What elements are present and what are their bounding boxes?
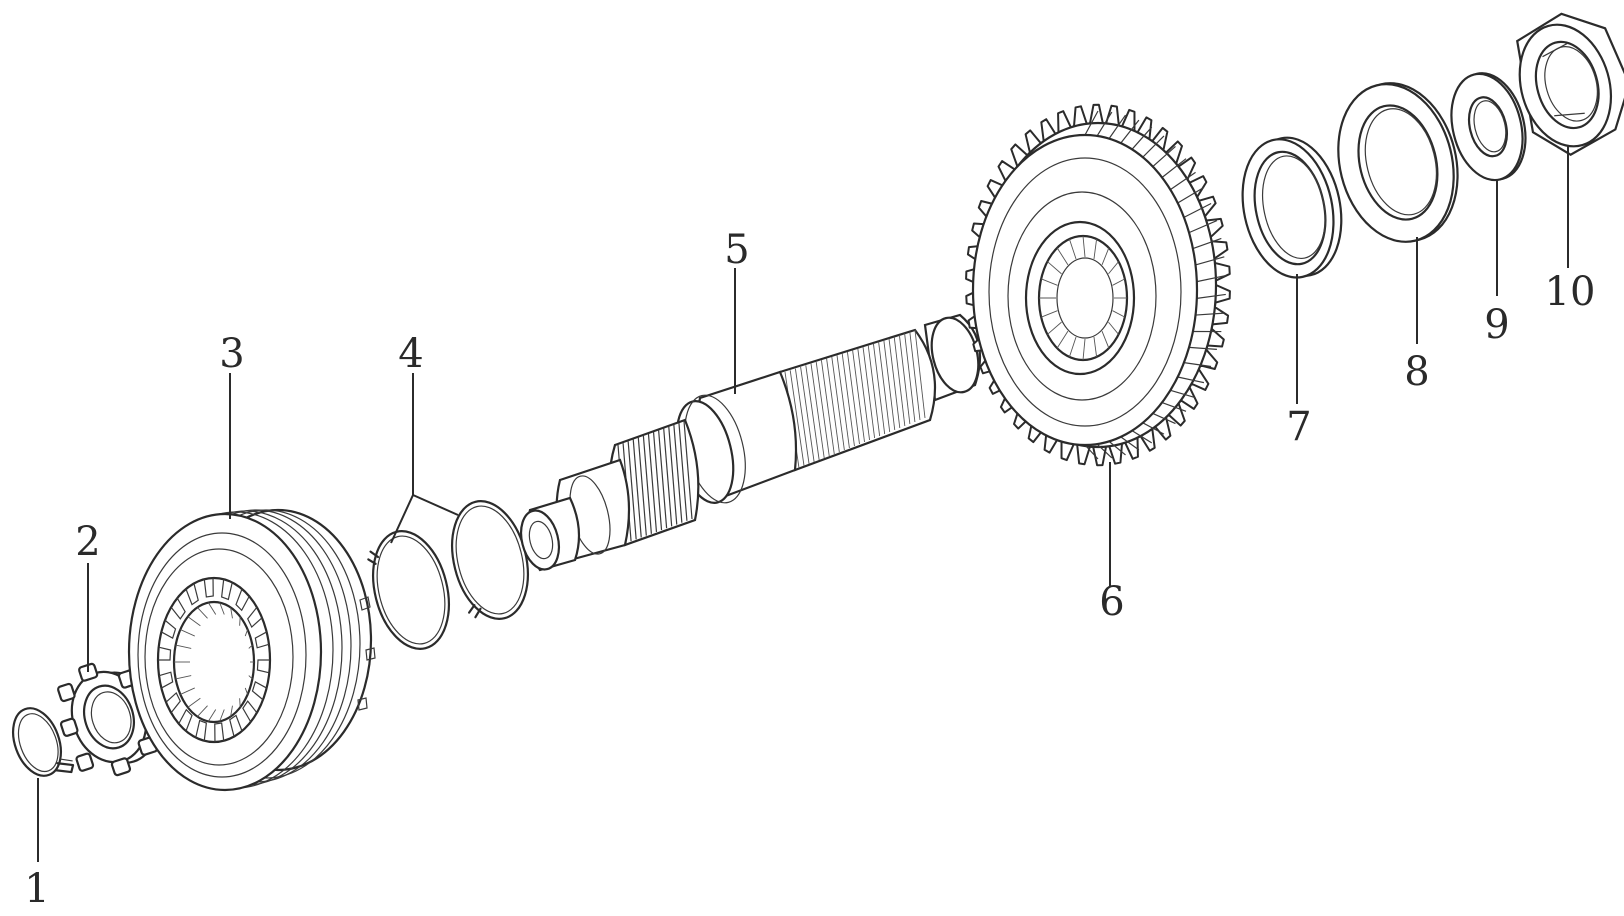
- callout-label-5: 5: [724, 227, 749, 273]
- part-6-helical-gear: [966, 105, 1230, 465]
- part-1-circlip: [4, 700, 76, 787]
- callout-label-3: 3: [219, 331, 244, 377]
- callout-label-9: 9: [1484, 302, 1509, 348]
- part-8-thrust-washer: [1322, 71, 1473, 254]
- part-4-snap-ring-pair: [362, 493, 540, 657]
- callout-label-8: 8: [1404, 349, 1429, 395]
- part-3-synchronizer-hub: [129, 510, 375, 790]
- callout-label-7: 7: [1286, 404, 1311, 450]
- callout-label-4: 4: [398, 331, 423, 377]
- callout-label-10: 10: [1545, 269, 1596, 315]
- part-5-shaft: [515, 313, 985, 574]
- callout-label-1: 1: [24, 866, 49, 912]
- callout-label-6: 6: [1099, 579, 1124, 625]
- part-7-bearing-race: [1230, 129, 1353, 286]
- leader-4: [391, 373, 458, 543]
- callout-label-2: 2: [75, 519, 100, 565]
